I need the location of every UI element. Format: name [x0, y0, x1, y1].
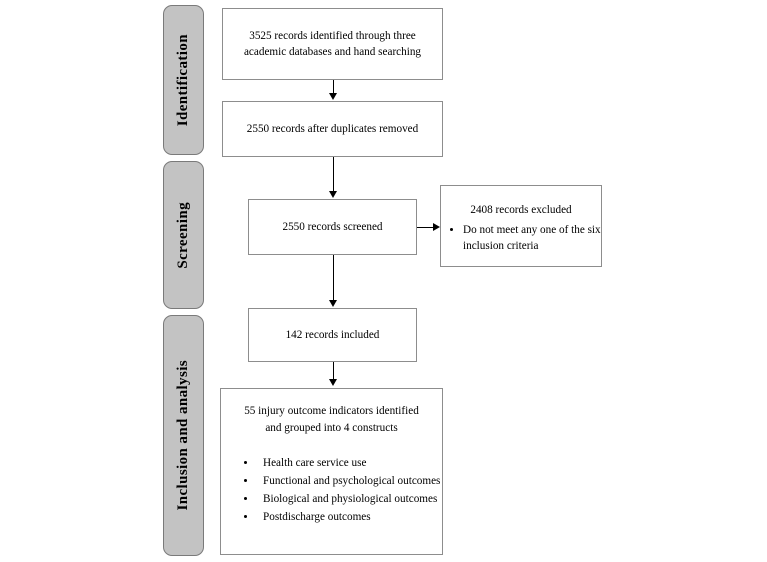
connector-duplicates-to-screened: [333, 157, 334, 192]
connector-screened-to-included: [333, 255, 334, 300]
list-item: Health care service use: [257, 455, 442, 472]
connector-screened-to-excluded: [417, 227, 434, 228]
box-records-included-text: 142 records included: [285, 328, 380, 341]
box-records-identified-text: 3525 records identified through three ac…: [243, 29, 422, 58]
stage-label-inclusion: Inclusion and analysis: [175, 360, 191, 511]
connector-included-to-constructs: [333, 362, 334, 380]
list-item: Postdischarge outcomes: [257, 509, 442, 526]
box-records-excluded: 2408 records excluded Do not meet any on…: [440, 185, 602, 267]
box-records-excluded-title: 2408 records excluded: [470, 204, 572, 216]
box-outcome-constructs-heading: 55 injury outcome indicators identified …: [244, 405, 419, 434]
list-item: Do not meet any one of the six inclusion…: [463, 222, 601, 254]
outcome-construct-list: Health care service use Functional and p…: [221, 455, 442, 526]
box-outcome-constructs: 55 injury outcome indicators identified …: [220, 388, 443, 555]
stage-bar-inclusion: Inclusion and analysis: [163, 315, 204, 556]
stage-bar-screening: Screening: [163, 161, 204, 309]
arrow-right-icon-screened-to-excluded: [433, 223, 440, 231]
box-records-screened-text: 2550 records screened: [282, 220, 383, 233]
box-records-included: 142 records included: [248, 308, 417, 362]
excluded-reason-list: Do not meet any one of the six inclusion…: [441, 222, 601, 254]
list-item: Functional and psychological outcomes: [257, 473, 442, 490]
arrow-down-icon-duplicates-to-screened: [329, 191, 337, 198]
stage-label-screening: Screening: [175, 201, 191, 269]
box-records-screened: 2550 records screened: [248, 199, 417, 255]
arrow-down-icon-included-to-constructs: [329, 379, 337, 386]
arrow-down-icon-screened-to-included: [329, 300, 337, 307]
stage-label-identification: Identification: [175, 33, 191, 127]
arrow-down-icon-identified-to-duplicates: [329, 93, 337, 100]
box-duplicates-removed-text: 2550 records after duplicates removed: [246, 122, 419, 135]
box-records-identified: 3525 records identified through three ac…: [222, 8, 443, 80]
list-item: Biological and physiological outcomes: [257, 491, 442, 508]
box-duplicates-removed: 2550 records after duplicates removed: [222, 101, 443, 157]
stage-bar-identification: Identification: [163, 5, 204, 155]
connector-identified-to-duplicates: [333, 80, 334, 94]
